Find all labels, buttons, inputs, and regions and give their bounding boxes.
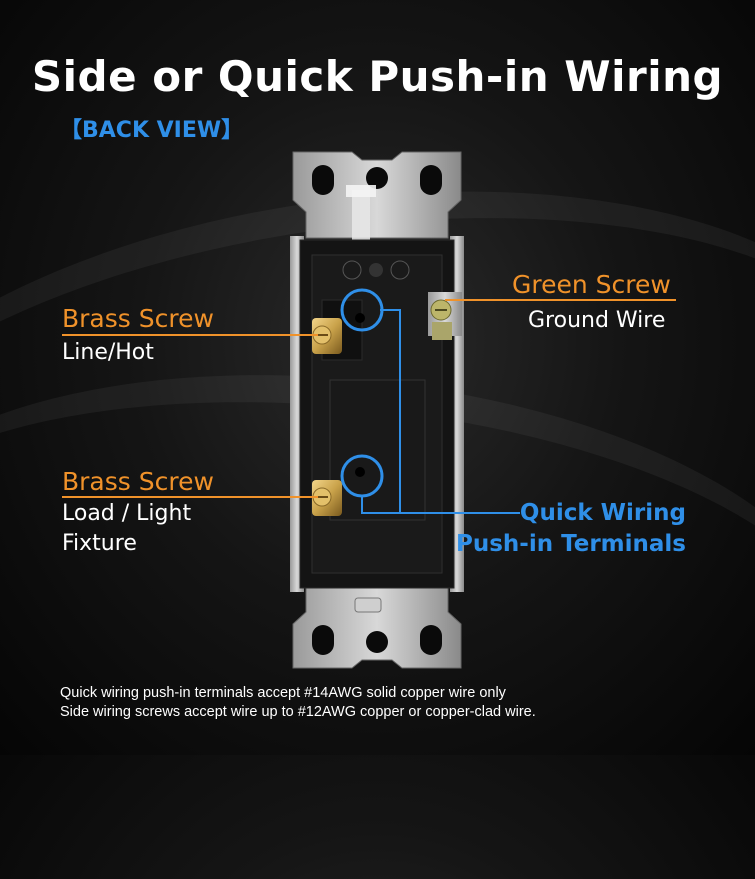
quick-wiring-label: Quick Wiring (519, 500, 686, 526)
switch-device-illustration (62, 151, 676, 669)
push-in-terminals-label: Push-in Terminals (456, 531, 686, 557)
note-line-2: Side wiring screws accept wire up to #12… (60, 704, 536, 720)
page-title: Side or Quick Push-in Wiring (31, 52, 724, 101)
ground-wire-label: Ground Wire (528, 308, 666, 333)
subtitle-back-view: 【BACK VIEW】 (60, 118, 244, 143)
load-light-label: Load / Light (62, 501, 192, 526)
push-in-hole-icon (355, 313, 365, 323)
wiring-notes: Quick wiring push-in terminals accept #1… (60, 684, 536, 722)
brass-screw-icon (312, 480, 342, 516)
line-hot-label: Line/Hot (62, 340, 154, 365)
green-screw-label: Green Screw (512, 270, 671, 299)
brass-screw-load-label: Brass Screw (62, 467, 214, 496)
brass-screw-line-label: Brass Screw (62, 304, 214, 333)
mounting-strap-icon (292, 151, 462, 248)
note-line-1: Quick wiring push-in terminals accept #1… (60, 685, 506, 701)
mounting-strap-icon (292, 587, 462, 669)
push-in-hole-icon (355, 467, 365, 477)
fixture-label: Fixture (62, 531, 137, 556)
